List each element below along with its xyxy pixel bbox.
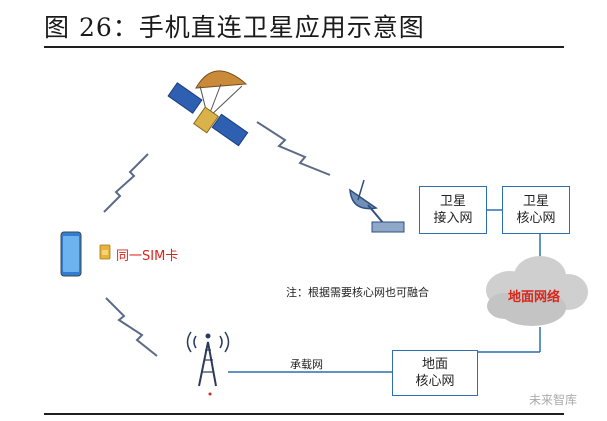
phone-icon: [60, 231, 82, 277]
satellite-dish-icon: [349, 179, 405, 233]
note-text: 注：根据需要核心网也可融合: [286, 286, 429, 299]
satellite-icon: [167, 70, 249, 147]
satellite-core-network-box: 卫星 核心网: [502, 186, 570, 234]
ground-core-network-box: 地面 核心网: [392, 350, 478, 396]
wireless-link-satellite-ground: [256, 121, 331, 176]
bearer-network-label: 承载网: [290, 358, 323, 371]
bottom-rule: [44, 413, 564, 415]
wireless-link-phone-tower: [105, 297, 158, 357]
figure-title: 图 26：手机直连卫星应用示意图: [44, 13, 425, 42]
ground-network-label: 地面网络: [508, 290, 561, 305]
satellite-access-network-box: 卫星 接入网: [419, 186, 487, 234]
watermark: 未来智库: [528, 393, 577, 407]
cell-tower-icon: [186, 331, 230, 387]
wireless-link-phone-satellite: [103, 153, 149, 213]
sim-card-icon: [99, 244, 111, 260]
sim-card-label: 同一SIM卡: [116, 249, 179, 264]
cloud-shape: [486, 256, 588, 326]
top-rule: [44, 46, 564, 48]
